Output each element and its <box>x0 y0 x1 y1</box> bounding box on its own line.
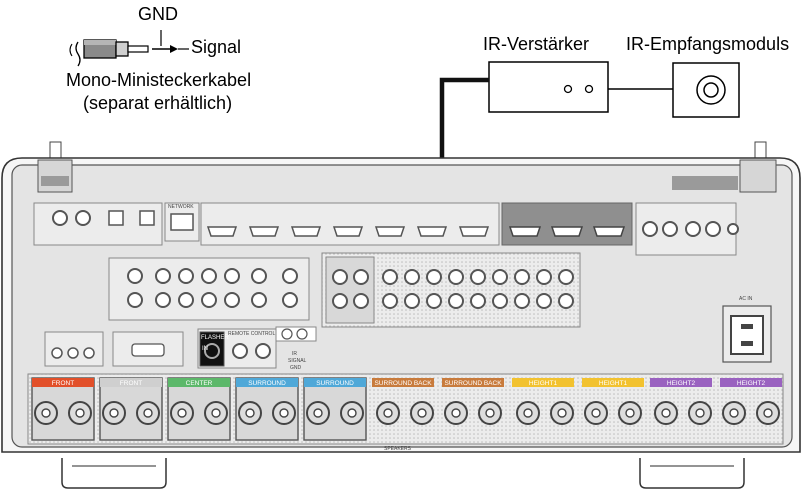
speakers-label: SPEAKERS <box>384 446 412 452</box>
speaker-group-bar <box>304 378 366 387</box>
remote-control-label: REMOTE CONTROL <box>228 331 275 337</box>
network-label: NETWORK <box>168 204 194 210</box>
av-receiver-back-panel: FRONT FRONT CENTER SURROUND SURROUND SURROUND… <box>1 141 801 489</box>
speaker-group-bar <box>372 378 434 387</box>
speaker-group-label: HEIGHT2 <box>737 380 766 387</box>
flasher-in-label: IN <box>202 346 208 352</box>
speaker-group-label: SURROUND <box>316 380 354 387</box>
speaker-group-label: HEIGHT2 <box>667 380 696 387</box>
ir-amplifier-jack-icon <box>563 84 573 94</box>
ir-receiver-label: IR-Empfangsmoduls <box>626 34 790 54</box>
speaker-group-label: HEIGHT1 <box>599 380 628 387</box>
signal-label: Signal <box>191 37 242 57</box>
speaker-group-bar <box>100 378 162 387</box>
speaker-group-label: SURROUND BACK <box>374 380 432 387</box>
ir-amplifier-jack-icon <box>584 84 594 94</box>
ac-in-label: AC IN <box>739 296 753 302</box>
speaker-group-bar <box>650 378 712 387</box>
mono-mini-plug-cable-icon <box>69 30 189 67</box>
speaker-group-bar <box>442 378 504 387</box>
speaker-group-bar <box>720 378 782 387</box>
speaker-group-bar <box>582 378 644 387</box>
ir-port-label: IR <box>292 351 297 357</box>
speaker-group-label: SURROUND BACK <box>444 380 502 387</box>
speaker-group-label: CENTER <box>186 380 213 387</box>
gnd-port-label: GND <box>290 365 302 371</box>
speaker-group-label: FRONT <box>52 380 74 387</box>
ir-receiver-box <box>608 62 740 118</box>
cable-name-label: Mono-Ministeckerkabel <box>66 70 252 90</box>
speaker-group-bar <box>32 378 94 387</box>
cable-availability-label: (separat erhältlich) <box>83 93 233 113</box>
speaker-group-label: FRONT <box>120 380 142 387</box>
gnd-label: GND <box>138 4 178 24</box>
speaker-group-bar <box>168 378 230 387</box>
speaker-group-label: SURROUND <box>248 380 286 387</box>
speaker-group-bar <box>236 378 298 387</box>
ir-amplifier-box <box>488 61 609 113</box>
signal-port-label: SIGNAL <box>288 358 307 364</box>
ir-amplifier-label: IR-Verstärker <box>483 34 590 54</box>
speaker-group-bar <box>512 378 574 387</box>
speaker-group-label: HEIGHT1 <box>529 380 558 387</box>
flasher-label: FLASHER <box>201 335 229 341</box>
